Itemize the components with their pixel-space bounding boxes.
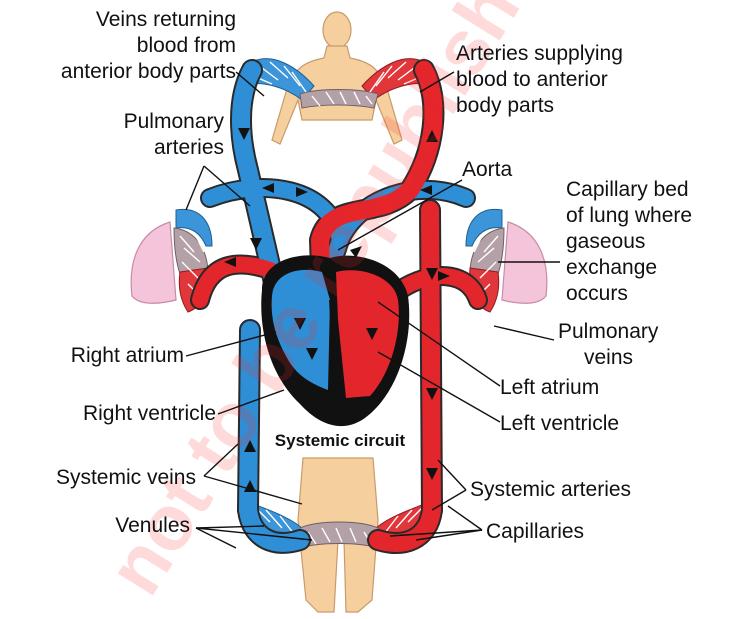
label-venules: Venules xyxy=(115,514,190,537)
label-systemic-veins: Systemic veins xyxy=(56,466,196,489)
descending-aorta xyxy=(430,210,432,510)
label-capillary-bed-line-3: gaseous xyxy=(566,230,645,253)
label-capillaries: Capillaries xyxy=(486,520,584,543)
label-systemic-circuit: Systemic circuit xyxy=(275,431,406,450)
label-capillary-bed-line-4: exchange xyxy=(566,256,657,279)
label-pulmonary-veins-line-2: veins xyxy=(584,346,633,369)
label-right-atrium: Right atrium xyxy=(71,344,184,367)
label-pulmonary-arteries-line-1: Pulmonary xyxy=(124,110,225,133)
label-pulmonary-arteries-line-2: arteries xyxy=(154,136,224,159)
label-arteries-anterior-line-2: blood to anterior xyxy=(456,68,608,91)
label-arteries-anterior-line-3: body parts xyxy=(456,94,554,117)
left-lung xyxy=(131,222,176,303)
label-systemic-arteries: Systemic arteries xyxy=(470,478,631,501)
label-left-atrium: Left atrium xyxy=(500,376,599,399)
label-veins-anterior-line-2: blood from xyxy=(137,34,236,57)
label-right-ventricle: Right ventricle xyxy=(83,402,216,425)
label-pulmonary-veins-line-1: Pulmonary xyxy=(558,320,659,343)
label-capillary-bed-line-1: Capillary bed xyxy=(566,178,689,201)
label-veins-anterior-line-3: anterior body parts xyxy=(61,60,236,83)
label-capillary-bed-line-5: occurs xyxy=(566,282,628,305)
label-capillary-bed-line-2: of lung where xyxy=(566,204,692,227)
label-left-ventricle: Left ventricle xyxy=(500,412,619,435)
label-arteries-anterior-line-1: Arteries supplying xyxy=(456,42,623,65)
label-veins-anterior-line-1: Veins returning xyxy=(96,8,236,31)
label-aorta: Aorta xyxy=(462,158,513,181)
